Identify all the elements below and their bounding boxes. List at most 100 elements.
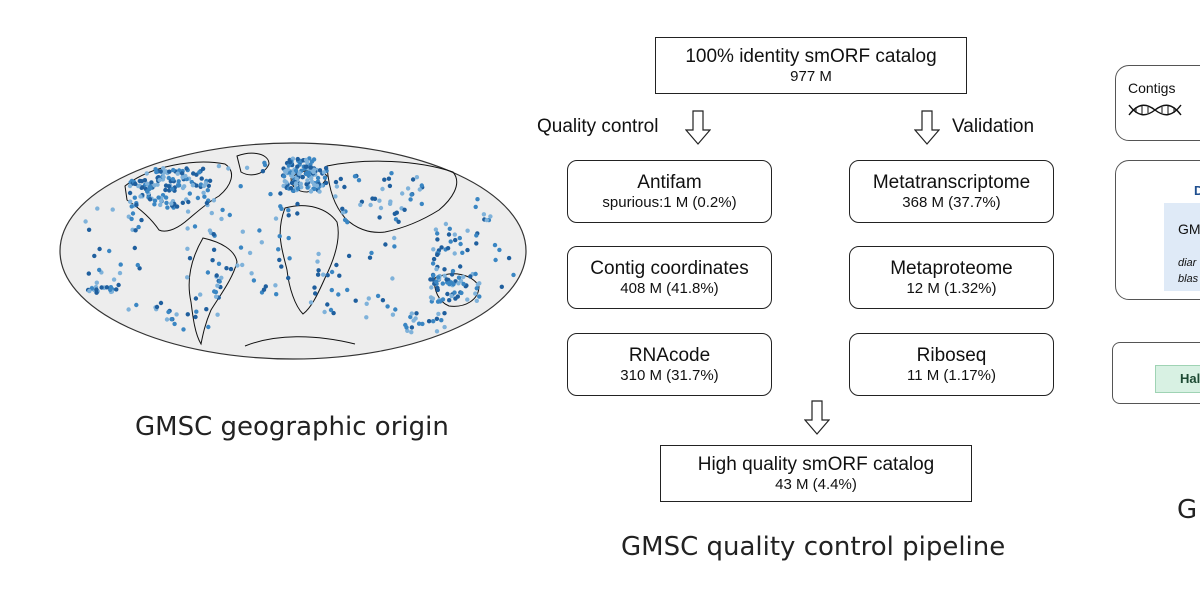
sample-dot — [169, 201, 174, 206]
sample-dot — [159, 198, 164, 204]
sample-dot — [163, 187, 168, 193]
validation-label: Validation — [952, 116, 1035, 137]
sample-dot — [286, 275, 291, 281]
sample-dot — [419, 183, 424, 188]
sample-dot — [108, 287, 113, 292]
sample-dot — [92, 253, 97, 259]
sample-dot — [200, 166, 206, 171]
sample-dot — [328, 307, 334, 313]
sample-dot — [240, 262, 245, 268]
sample-dot — [465, 228, 470, 233]
sample-dot — [195, 195, 201, 201]
sample-dot — [315, 259, 320, 264]
sample-dot — [323, 165, 329, 171]
step-title: Contig coordinates — [590, 257, 749, 279]
sample-dot — [110, 207, 115, 212]
sample-dot — [345, 220, 350, 225]
sample-dot — [428, 295, 434, 300]
sample-dot — [134, 302, 139, 308]
sample-dot — [295, 186, 301, 191]
sample-dot — [148, 185, 153, 191]
sample-dot — [175, 171, 180, 176]
sample-dot — [153, 167, 158, 172]
sample-dot — [227, 212, 232, 218]
sample-dot — [293, 181, 299, 186]
sample-dot — [403, 322, 408, 328]
sample-dot — [282, 179, 287, 184]
sample-dot — [405, 186, 411, 191]
sample-dot — [185, 275, 190, 280]
sample-dot — [410, 177, 416, 182]
sample-dot — [157, 177, 162, 183]
sample-dot — [436, 275, 441, 280]
step-title: Metatranscriptome — [872, 171, 1031, 193]
sample-dot — [414, 311, 419, 316]
sample-dot — [396, 219, 401, 224]
sample-dot — [436, 311, 441, 317]
sample-dot — [166, 309, 171, 315]
sample-dot — [216, 261, 222, 266]
sample-dot — [260, 169, 266, 174]
sample-dot — [474, 233, 479, 238]
sample-dot — [295, 201, 300, 207]
sample-dot — [356, 178, 362, 183]
sample-dot — [390, 312, 396, 317]
sample-dot — [161, 166, 166, 171]
sample-dot — [286, 208, 291, 213]
sample-dot — [452, 251, 457, 256]
sample-dot — [185, 209, 191, 214]
sample-dot — [312, 186, 317, 192]
sample-dot — [439, 245, 444, 250]
step-value: 368 M (37.7%) — [902, 193, 1001, 211]
sample-dot — [465, 297, 470, 302]
sample-dot — [312, 285, 317, 290]
sample-dot — [205, 188, 210, 193]
sample-dot — [443, 221, 449, 227]
sample-dot — [169, 317, 174, 322]
sample-dot — [185, 246, 190, 251]
sample-dot — [294, 168, 299, 173]
sample-dot — [129, 204, 134, 209]
sample-dot — [380, 186, 385, 192]
sample-dot — [346, 253, 352, 259]
top-catalog-title: 100% identity smORF catalog — [685, 45, 937, 67]
map-ocean — [59, 142, 527, 360]
sample-dot — [322, 309, 327, 315]
sample-dot — [367, 255, 373, 260]
sample-dot — [435, 252, 440, 257]
sample-dot — [133, 181, 138, 187]
sample-dot — [442, 311, 447, 316]
sample-dot — [456, 275, 462, 280]
sample-dot — [174, 204, 180, 209]
sample-dot — [392, 211, 397, 216]
sample-dot — [461, 281, 466, 287]
sample-dot — [435, 237, 440, 242]
antifam-box: Antifam spurious:1 M (0.2%) — [567, 160, 772, 223]
sample-dot — [164, 200, 169, 206]
sample-dot — [183, 173, 188, 179]
sample-dot — [261, 287, 267, 292]
sample-dot — [431, 273, 436, 278]
sample-dot — [190, 183, 196, 188]
sample-dot — [97, 267, 102, 273]
sample-dot — [488, 214, 493, 219]
sample-dot — [191, 171, 196, 176]
sample-dot — [304, 182, 309, 187]
south-america-outline — [188, 237, 238, 346]
sample-dot — [316, 268, 321, 273]
sample-dot — [457, 235, 462, 241]
sample-dot — [111, 277, 117, 282]
sample-dot — [163, 195, 169, 200]
sample-dot — [336, 292, 341, 297]
sample-dot — [340, 210, 346, 215]
sample-dot — [116, 282, 121, 288]
sample-dot — [316, 251, 321, 257]
step-title: RNAcode — [628, 344, 711, 366]
sample-dot — [226, 166, 231, 171]
sample-dot — [419, 201, 424, 207]
sample-dot — [185, 312, 190, 317]
riboseq-box: Riboseq 11 M (1.17%) — [849, 333, 1054, 396]
sample-dot — [309, 179, 315, 184]
sample-dot — [274, 292, 279, 297]
sample-dot — [133, 228, 138, 233]
